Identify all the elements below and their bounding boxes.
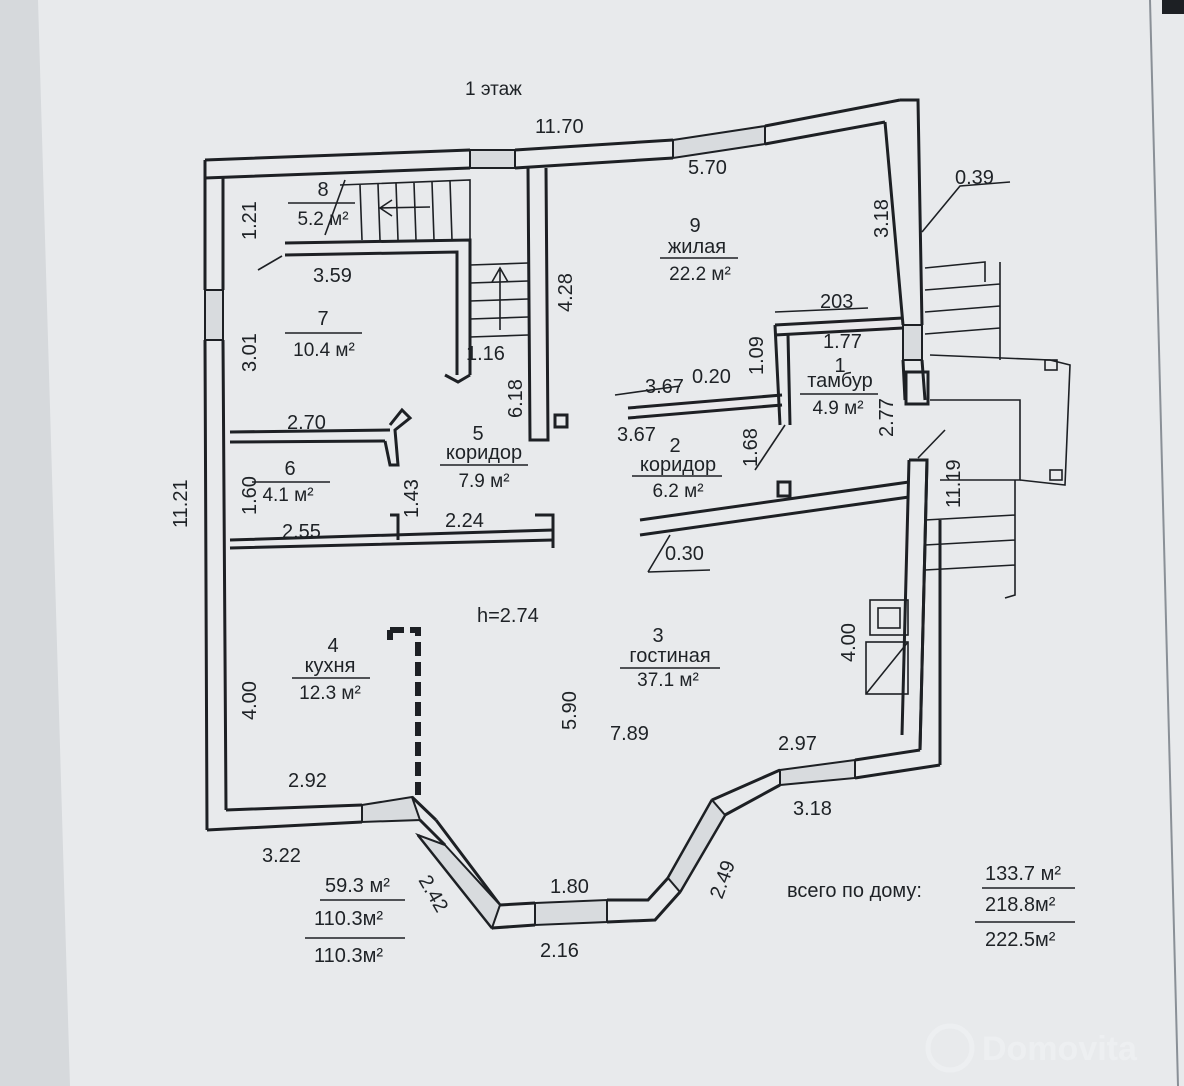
dim-label: 2.24 bbox=[445, 510, 484, 532]
dim-label: 1.68 bbox=[740, 428, 762, 467]
dim-label: 11.70 bbox=[535, 116, 584, 138]
dim-label: 5.90 bbox=[559, 691, 581, 730]
room-5-name: коридор bbox=[446, 442, 522, 464]
room-1-number: 1 bbox=[834, 355, 845, 377]
house-total-3: 222.5м² bbox=[985, 929, 1056, 951]
floor-title: 1 этаж bbox=[465, 79, 522, 100]
room-5-number: 5 bbox=[472, 423, 483, 445]
dim-label: 4.28 bbox=[555, 273, 577, 312]
room-2-name: коридор bbox=[640, 454, 716, 476]
watermark-text: Domovita bbox=[982, 1030, 1138, 1068]
dim-label: 2.70 bbox=[287, 412, 326, 434]
room-3-number: 3 bbox=[652, 625, 663, 647]
room-4-area: 12.3 м² bbox=[299, 683, 361, 704]
dim-label: 203 bbox=[820, 291, 853, 313]
interior-walls bbox=[221, 167, 930, 550]
dim-label: 0.30 bbox=[665, 543, 704, 565]
room-3-name: гостиная bbox=[629, 645, 710, 667]
room-8-area: 5.2 м² bbox=[297, 209, 348, 230]
dim-label: 2.77 bbox=[876, 398, 898, 437]
stove-icon bbox=[865, 599, 909, 695]
dim-label: 2.97 bbox=[778, 733, 817, 755]
windows bbox=[204, 124, 923, 931]
dim-label: 3.01 bbox=[239, 333, 261, 372]
dim-label: 6.18 bbox=[505, 379, 527, 418]
house-total-2: 218.8м² bbox=[985, 894, 1056, 916]
kitchen-partition bbox=[387, 627, 421, 795]
room-1-name: тамбур bbox=[807, 370, 873, 392]
room-1-area: 4.9 м² bbox=[812, 398, 863, 419]
porch-steps bbox=[924, 261, 1071, 599]
floor-total-3: 110.3м² bbox=[314, 945, 383, 967]
dim-label: 3.22 bbox=[262, 845, 301, 867]
dim-label: 7.89 bbox=[610, 723, 649, 745]
dimension-labels: 11.70 5.70 0.39 3.18 1.21 3.59 4.28 203 … bbox=[170, 116, 994, 962]
room-4-name: кухня bbox=[305, 655, 356, 677]
dim-label: 0.20 bbox=[692, 366, 731, 388]
dim-label: 1.16 bbox=[466, 343, 505, 365]
dim-label: 2.92 bbox=[288, 770, 327, 792]
dim-label: 1.09 bbox=[746, 336, 768, 375]
room-9-area: 22.2 м² bbox=[669, 264, 731, 285]
dim-label: 1.21 bbox=[239, 201, 261, 240]
floor-total-2: 110.3м² bbox=[314, 908, 383, 930]
floor-totals: 59.3 м² 110.3м² 110.3м² bbox=[305, 875, 405, 967]
room-6-area: 4.1 м² bbox=[262, 485, 313, 506]
room-4-number: 4 bbox=[327, 635, 338, 657]
dim-label: 11.21 bbox=[170, 479, 192, 528]
stairs bbox=[324, 179, 529, 338]
dim-label: 1.43 bbox=[401, 479, 423, 518]
dim-label: 5.70 bbox=[688, 157, 727, 179]
room-6-number: 6 bbox=[284, 458, 295, 480]
watermark-logo-icon bbox=[925, 1023, 975, 1073]
dim-label: 1.60 bbox=[239, 476, 261, 515]
house-total-1: 133.7 м² bbox=[985, 863, 1061, 885]
dim-label: 1.80 bbox=[550, 876, 589, 898]
room-2-number: 2 bbox=[669, 435, 680, 457]
room-2-area: 6.2 м² bbox=[652, 481, 703, 502]
page-border bbox=[1149, 0, 1179, 1086]
room-3-area: 37.1 м² bbox=[637, 670, 699, 691]
dim-label: 1.77 bbox=[823, 331, 862, 353]
house-totals: всего по дому: 133.7 м² 218.8м² 222.5м² bbox=[787, 863, 1075, 951]
dim-label: 3.18 bbox=[793, 798, 832, 820]
house-total-label: всего по дому: bbox=[787, 880, 922, 902]
room-7-area: 10.4 м² bbox=[293, 340, 355, 361]
dim-label: 3.18 bbox=[871, 199, 893, 238]
room-9-name: жилая bbox=[668, 236, 726, 258]
dim-label: 2.55 bbox=[282, 521, 321, 543]
floor-total-1: 59.3 м² bbox=[325, 875, 390, 897]
room-5-area: 7.9 м² bbox=[458, 471, 509, 492]
dim-label: 2.16 bbox=[540, 940, 579, 962]
dim-label: 3.67 bbox=[617, 424, 656, 446]
leader-lines bbox=[257, 181, 1011, 573]
dim-label: 11.19 bbox=[943, 459, 965, 508]
dim-label: 3.59 bbox=[313, 265, 352, 287]
room-9-number: 9 bbox=[689, 215, 700, 237]
dim-label: 0.39 bbox=[955, 167, 994, 189]
dim-label: 4.00 bbox=[239, 681, 261, 720]
dim-label: 3.67 bbox=[645, 376, 684, 398]
dim-label: 4.00 bbox=[838, 623, 860, 662]
watermark: Domovita bbox=[925, 1023, 1138, 1073]
ceiling-height: h=2.74 bbox=[477, 605, 539, 627]
room-labels: 8 5.2 м² 9 жилая 22.2 м² 7 10.4 м² 1 там… bbox=[252, 179, 878, 704]
room-8-number: 8 bbox=[317, 179, 328, 201]
room-7-number: 7 bbox=[317, 308, 328, 330]
